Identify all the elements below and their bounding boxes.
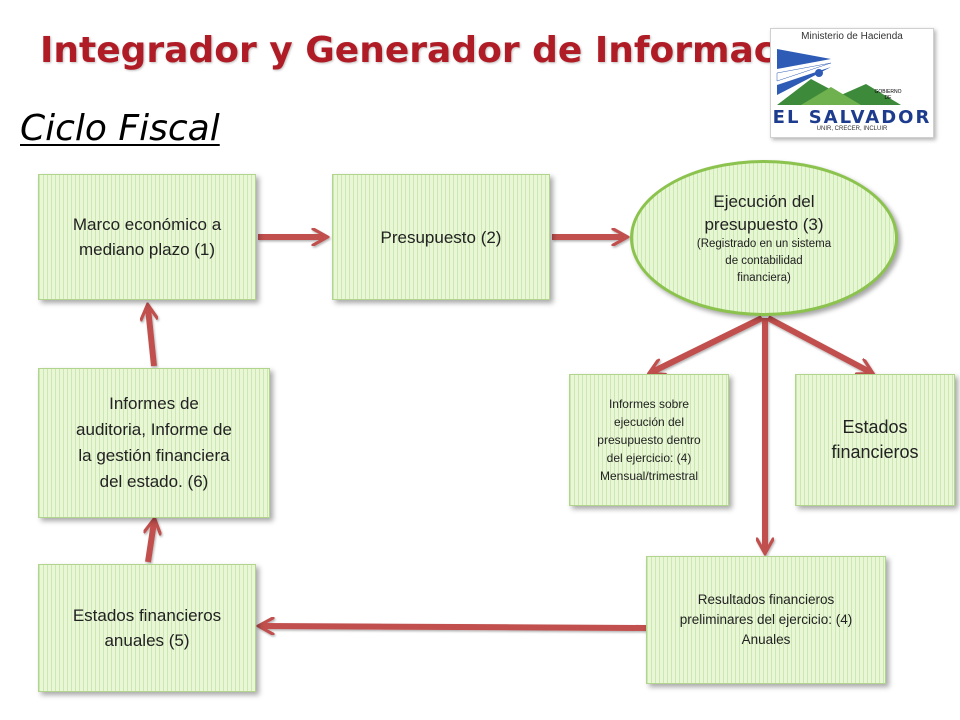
node-informes-auditoria-label: Informes de auditoria, Informe de la ges… <box>76 394 232 491</box>
node-presupuesto-label: Presupuesto (2) <box>380 227 502 247</box>
node-estados-financieros: Estados financieros <box>795 374 955 506</box>
node-estados-anuales: Estados financieros anuales (5) <box>38 564 256 692</box>
arrow-informes-auditoria-to-marco <box>148 308 154 367</box>
node-presupuesto: Presupuesto (2) <box>332 174 550 300</box>
node-marco-economico-label: Marco económico a mediano plazo (1) <box>72 215 222 259</box>
arrow-ejecucion-to-informes <box>652 315 764 372</box>
node-marco-economico: Marco económico a mediano plazo (1) <box>38 174 256 300</box>
logo-ministry-text: Ministerio de Hacienda <box>801 31 903 42</box>
page-subtitle: Ciclo Fiscal <box>20 108 220 149</box>
ministry-logo: Ministerio de Hacienda GOBIERNO DE EL SA… <box>770 28 934 138</box>
logo-emblem <box>776 49 901 105</box>
logo-country-text: EL SALVADOR <box>772 107 932 128</box>
node-ejecucion-label: Ejecución del presupuesto (3) <box>704 191 824 234</box>
node-estados-anuales-label: Estados financieros anuales (5) <box>72 606 222 650</box>
arrow-resultados-to-estados-anuales <box>262 626 647 628</box>
node-ejecucion-presupuesto: Ejecución del presupuesto (3) (Registrad… <box>630 160 898 316</box>
page-title: Integrador y Generador de Información <box>40 30 838 71</box>
logo-gov-text: GOBIERNO DE <box>874 89 902 101</box>
node-informes-auditoria: Informes de auditoria, Informe de la ges… <box>38 368 270 518</box>
logo-motto-text: UNIR, CRECER, INCLUIR <box>816 126 888 132</box>
node-informes-ejecucion: Informes sobre ejecución del presupuesto… <box>569 374 729 506</box>
node-informes-ejecucion-label: Informes sobre ejecución del presupuesto… <box>597 397 701 483</box>
arrow-estados-anuales-to-informes-auditoria <box>148 522 154 563</box>
node-resultados-label: Resultados financieros preliminares del … <box>679 592 853 647</box>
node-ejecucion-note: (Registrado en un sistema de contabilida… <box>696 237 832 284</box>
node-estados-financieros-label: Estados financieros <box>831 417 919 462</box>
node-resultados-financieros: Resultados financieros preliminares del … <box>646 556 886 684</box>
arrow-ejecucion-to-estados <box>766 315 870 372</box>
